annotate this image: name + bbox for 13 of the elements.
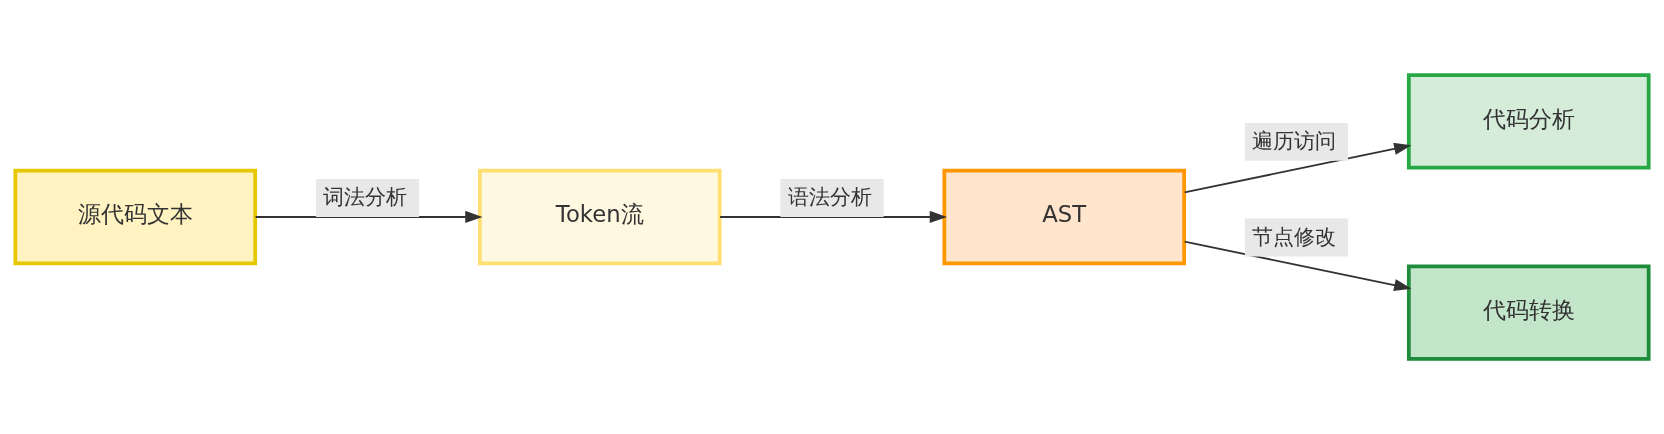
arrow — [254, 210, 483, 224]
arrow — [1183, 240, 1412, 292]
arrow — [1183, 142, 1412, 194]
node-box: 代码分析 — [1406, 73, 1651, 170]
node-box: 代码转换 — [1406, 264, 1651, 361]
edge-label: 语法分析 — [787, 184, 872, 210]
edge-label: 遍历访问 — [1252, 128, 1337, 154]
edge-label: 词法分析 — [323, 184, 408, 210]
edge-label: 节点修改 — [1252, 223, 1337, 249]
node-box: AST — [942, 168, 1187, 266]
arrow — [719, 210, 948, 224]
node-box: Token流 — [477, 168, 722, 266]
node-box: 源代码文本 — [13, 168, 258, 266]
